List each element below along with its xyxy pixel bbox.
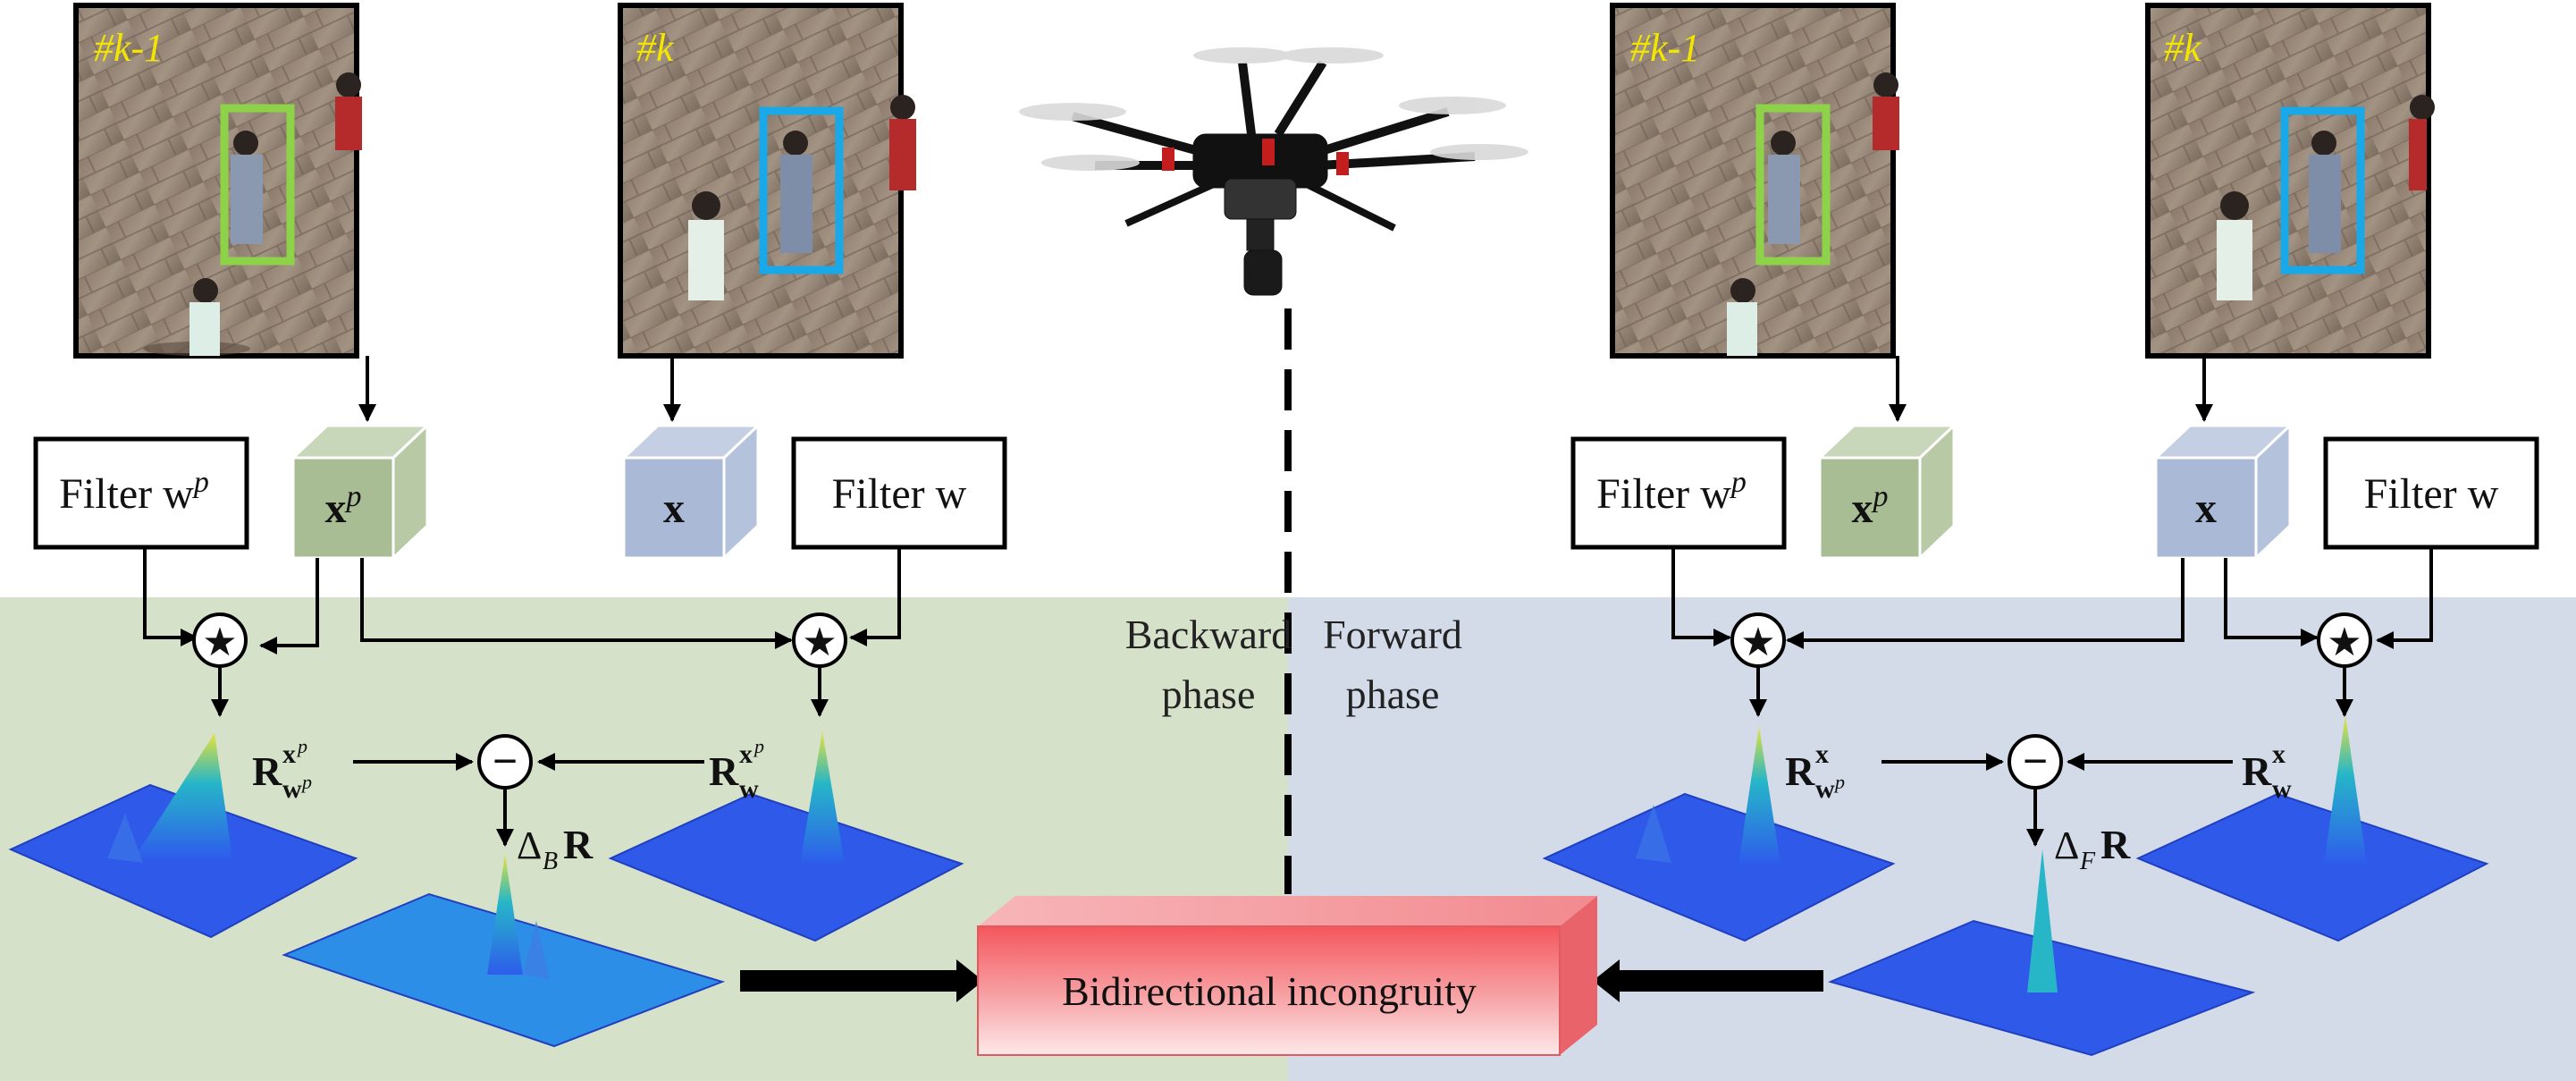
response-map-left-2 (608, 731, 964, 942)
svg-text:R: R (563, 822, 593, 867)
svg-text:w: w (282, 774, 302, 804)
svg-text:★: ★ (802, 621, 837, 664)
svg-text:★: ★ (1740, 621, 1775, 664)
feature-xp-label-right: x (1852, 485, 1873, 532)
svg-text:p: p (1833, 771, 1845, 793)
feature-x-label-right: x (2195, 485, 2217, 532)
filter-wp-box-right: Filter wp (1570, 436, 1787, 550)
response-label-Rwp-x: R x w p (1785, 739, 1845, 804)
svg-text:x: x (663, 485, 685, 532)
svg-text:R: R (252, 748, 282, 794)
filter-w-label-right: Filter w (2364, 470, 2499, 518)
svg-text:w: w (739, 774, 759, 804)
feature-xp-cube-left: xp (290, 422, 431, 562)
frame-right-curr: #k (2145, 3, 2435, 359)
correlation-operator-right-2: ★ (2317, 612, 2372, 668)
frame-label-right-prev: #k-1 (1630, 26, 1700, 70)
svg-text:xp: xp (325, 480, 362, 532)
svg-text:B: B (543, 848, 558, 875)
svg-text:Δ: Δ (517, 823, 542, 867)
response-map-right-2 (2135, 715, 2489, 942)
response-label-Rwp-xp: R x p w p (252, 735, 312, 804)
target-box-green (1755, 104, 1831, 266)
subtract-operator-left: − (477, 734, 533, 790)
svg-text:R: R (2242, 748, 2272, 794)
response-map-left-1 (8, 733, 358, 939)
svg-text:x: x (1815, 739, 1829, 769)
forward-phase-label-2: phase (1346, 671, 1440, 717)
svg-text:p: p (753, 735, 764, 757)
drone-icon (1019, 47, 1528, 296)
feature-xp-cube-right: xp (1816, 422, 1957, 562)
backward-phase-label-1: Backward (1125, 612, 1292, 657)
svg-text:Filter wp: Filter wp (59, 466, 209, 518)
target-box-green (220, 104, 295, 266)
frame-left-curr: #k (618, 3, 916, 359)
svg-text:p: p (300, 771, 312, 793)
correlation-operator-right-1: ★ (1730, 612, 1786, 668)
response-map-delta-f (1827, 849, 2256, 1057)
svg-text:R: R (1785, 748, 1815, 794)
frame-label-left-curr: #k (636, 26, 675, 70)
frame-label-left-prev: #k-1 (94, 26, 164, 70)
target-box-blue (2280, 106, 2365, 274)
filter-wp-label-left: Filter w (59, 470, 194, 518)
svg-text:★: ★ (202, 621, 237, 664)
svg-text:xp: xp (1852, 480, 1889, 532)
backward-phase-label-2: phase (1162, 671, 1256, 717)
target-box-blue (759, 106, 844, 274)
filter-wp-box-left: Filter wp (33, 436, 249, 550)
response-label-Rw-x: R x w (2242, 739, 2292, 804)
response-map-delta-b (282, 854, 726, 1048)
feature-x-label-left: x (663, 485, 685, 532)
filter-wp-label-right: Filter w (1596, 470, 1731, 518)
svg-text:Δ: Δ (2054, 823, 2079, 867)
svg-text:p: p (296, 735, 307, 757)
svg-text:x: x (2195, 485, 2217, 532)
filter-w-box-right: Filter w (2323, 436, 2539, 550)
svg-text:Filter w: Filter w (2364, 470, 2499, 518)
response-label-delta-f: Δ F R (2054, 822, 2131, 875)
svg-text:x: x (282, 739, 296, 769)
frame-right-prev: #k-1 (1610, 3, 1899, 359)
frame-left-prev: #k-1 (73, 3, 362, 359)
svg-text:R: R (2100, 822, 2131, 867)
svg-text:−: − (492, 736, 518, 786)
response-label-delta-b: Δ B R (517, 822, 593, 875)
response-map-right-1 (1542, 726, 1896, 942)
svg-text:−: − (2023, 736, 2049, 786)
svg-text:x: x (739, 739, 753, 769)
svg-text:Filter w: Filter w (832, 470, 967, 518)
filter-w-box-left: Filter w (791, 436, 1007, 550)
frame-label-right-curr: #k (2164, 26, 2202, 70)
response-label-Rw-xp: R x p w (709, 735, 764, 804)
svg-text:★: ★ (2327, 621, 2361, 664)
feature-x-cube-left: x (620, 422, 762, 562)
svg-text:R: R (709, 748, 739, 794)
incongruity-label: Bidirectional incongruity (1062, 968, 1477, 1014)
svg-text:x: x (2272, 739, 2286, 769)
filter-w-label-left: Filter w (832, 470, 967, 518)
svg-text:Filter wp: Filter wp (1596, 466, 1747, 518)
subtract-operator-right: − (2008, 734, 2063, 790)
forward-phase-label-1: Forward (1323, 612, 1462, 657)
svg-text:w: w (2272, 774, 2292, 804)
svg-text:F: F (2079, 848, 2096, 875)
svg-text:w: w (1815, 774, 1835, 804)
correlation-operator-left-2: ★ (792, 612, 847, 668)
bidirectional-incongruity-box: Bidirectional incongruity (977, 896, 1597, 1056)
feature-x-cube-right: x (2152, 422, 2294, 562)
correlation-operator-left-1: ★ (192, 612, 248, 668)
feature-xp-label-left: x (325, 485, 347, 532)
